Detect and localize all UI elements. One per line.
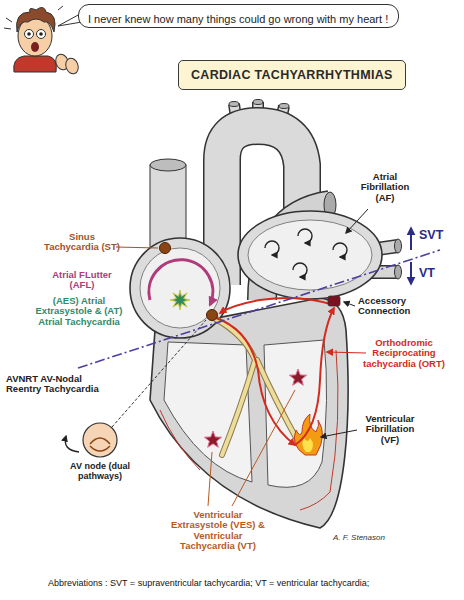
cartoon-man-part: [31, 42, 39, 52]
ectopic-foci-part: [170, 290, 190, 310]
af-wavelets-part: [265, 241, 279, 255]
arrhythmia-label: AVNRT AV-Nodal Reentry Tachycardia: [6, 374, 106, 395]
leader-lines-part: [327, 352, 366, 353]
cartoon-man-part: [25, 30, 34, 39]
ort-circuit-part: [220, 298, 334, 313]
arrhythmia-label: Atrial FLutter (AFL): [40, 270, 124, 291]
af-wavelets: [265, 229, 347, 277]
conduction-system: [214, 318, 300, 455]
title-text: CARDIAC TACHYARRHYTHMIAS: [191, 68, 393, 82]
fibrillation-flame: [294, 414, 322, 455]
structure-label: Accessory Connection: [358, 296, 422, 317]
arrhythmia-label: Sinus Tachycardia (ST): [42, 232, 122, 253]
arrhythmia-label: Atrial Fibrillation (AF): [358, 172, 412, 203]
cartoon-man-part: [39, 32, 43, 36]
leader-lines-part: [321, 430, 357, 437]
atria-part: [248, 220, 372, 290]
bubble-text: I never knew how many things could go wr…: [88, 13, 388, 25]
ectopic-foci: [170, 290, 307, 447]
ventricles-part: [264, 340, 327, 487]
arrhythmia-label: Orthodromic Reciprocating tachycardia (O…: [356, 338, 452, 369]
cartoon-man-part: [64, 56, 81, 75]
region-label: VT: [419, 267, 449, 281]
av-node-magnifier-part: [90, 438, 110, 451]
cartoon-man-part: [4, 6, 63, 29]
svt-vt-divider-part: [410, 228, 412, 250]
atria-part: [238, 211, 382, 299]
af-wavelets-part: [298, 229, 312, 243]
abbreviations-note: Abbreviations : SVT = supraventricular t…: [48, 578, 369, 588]
artist-signature: A. F. Stenason: [333, 534, 423, 543]
great-vessels-part: [395, 239, 402, 253]
cartoon-man-part: [14, 56, 57, 72]
atria-part: [140, 248, 220, 328]
arrhythmia-label: Ventricular Fibrillation (VF): [358, 414, 422, 445]
great-vessels-part: [150, 159, 186, 171]
arrhythmia-label: Ventricular Extrasystole (VES) & Ventric…: [166, 510, 270, 552]
av-node-magnifier-part: [65, 436, 79, 452]
af-wavelets-part: [333, 243, 347, 257]
speech-bubble: I never knew how many things could go wr…: [78, 4, 399, 28]
cartoon-man-part: [27, 32, 31, 36]
great-vessels-part: [229, 102, 239, 107]
av-node-magnifier-part: [112, 320, 206, 427]
great-vessels-part: [253, 100, 263, 105]
ort-circuit-part: [216, 318, 295, 445]
leader-lines-part: [232, 390, 295, 506]
ectopic-foci-part: [289, 369, 306, 385]
nodal-tissue: [160, 243, 218, 321]
cartoon-man-part: [17, 7, 55, 32]
title-box: CARDIAC TACHYARRHYTHMIAS: [178, 60, 406, 90]
structure-label: AV node (dual pathways): [58, 462, 142, 482]
ort-circuit-part: [328, 296, 340, 306]
region-label: SVT: [419, 229, 455, 243]
leader-lines-part: [208, 452, 212, 506]
conduction-system-part: [214, 318, 300, 455]
ort-circuit-part: [295, 308, 334, 445]
conduction-system-part: [214, 318, 300, 455]
fibrillation-flame-part: [302, 438, 313, 452]
ectopic-foci-part: [204, 431, 221, 447]
arrhythmia-label: (AES) Atrial Extrasystole & (AT) Atrial …: [34, 296, 124, 327]
nodal-tissue-part: [160, 243, 171, 254]
nodal-tissue-part: [207, 310, 218, 321]
atria: [130, 211, 382, 338]
leader-lines-part: [346, 209, 368, 233]
av-node-magnifier-part: [83, 423, 117, 457]
leader-lines-part: [344, 302, 355, 306]
leader-lines-part: [116, 247, 158, 248]
cartoon-man: [4, 6, 82, 76]
great-vessels-part: [395, 265, 402, 279]
cartoon-man-part: [37, 30, 46, 39]
ventricles-part: [160, 410, 200, 470]
svt-vt-divider-part: [410, 262, 412, 284]
ort-circuit: [216, 296, 340, 445]
fibrillation-flame-part: [294, 414, 322, 455]
great-vessels-part: [279, 104, 289, 109]
af-wavelets-part: [293, 263, 307, 277]
leader-lines: [116, 209, 368, 506]
